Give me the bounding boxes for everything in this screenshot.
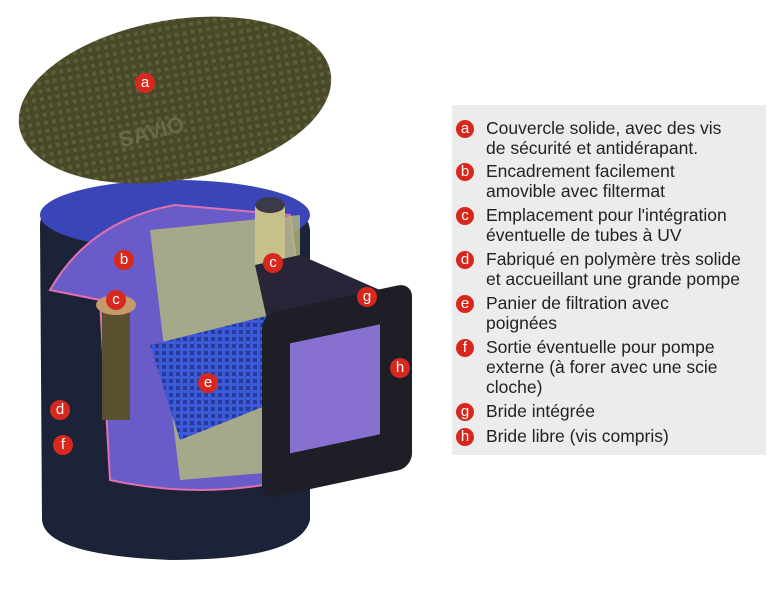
marker-b: b: [114, 250, 134, 270]
legend-badge: e: [456, 295, 474, 313]
legend-text: Emplacement pour l'intégration éventuell…: [486, 205, 727, 245]
basket: [150, 310, 290, 440]
legend-item: b Encadrement facilement amovible avec fi…: [456, 161, 675, 201]
legend-text: Bride libre (vis compris): [486, 426, 669, 446]
marker-f: f: [53, 435, 73, 455]
legend-item: h Bride libre (vis compris): [456, 426, 669, 446]
marker-a: a: [135, 73, 155, 93]
legend-badge: h: [456, 428, 474, 446]
legend-panel: a Couvercle solide, avec des vis de sécur…: [452, 105, 766, 455]
marker-e: e: [198, 373, 218, 393]
marker-h: h: [390, 358, 410, 378]
legend-item: c Emplacement pour l'intégration éventuel…: [456, 205, 727, 245]
legend-text: Fabriqué en polymère très solide et accu…: [486, 249, 741, 289]
legend-item: e Panier de filtration avec poignées: [456, 293, 669, 333]
lid: [18, 16, 332, 184]
legend-badge: d: [456, 251, 474, 269]
legend-item: a Couvercle solide, avec des vis de sécur…: [456, 118, 721, 158]
legend-text: Sortie éventuelle pour pompe externe (à …: [486, 337, 718, 397]
legend-text: Encadrement facilement amovible avec fil…: [486, 161, 675, 201]
marker-c: c: [106, 290, 126, 310]
legend-item: g Bride intégrée: [456, 401, 595, 421]
legend-badge: b: [456, 163, 474, 181]
legend-badge: a: [456, 120, 474, 138]
marker-d: d: [50, 400, 70, 420]
legend-text: Bride intégrée: [486, 401, 595, 421]
marker-g: g: [357, 287, 377, 307]
marker-c: c: [263, 253, 283, 273]
legend-badge: f: [456, 339, 474, 357]
legend-text: Panier de filtration avec poignées: [486, 293, 669, 333]
legend-item: d Fabriqué en polymère très solide et acc…: [456, 249, 741, 289]
legend-item: f Sortie éventuelle pour pompe externe (à…: [456, 337, 718, 397]
legend-badge: c: [456, 207, 474, 225]
legend-text: Couvercle solide, avec des vis de sécuri…: [486, 118, 722, 158]
legend-badge: g: [456, 403, 474, 421]
